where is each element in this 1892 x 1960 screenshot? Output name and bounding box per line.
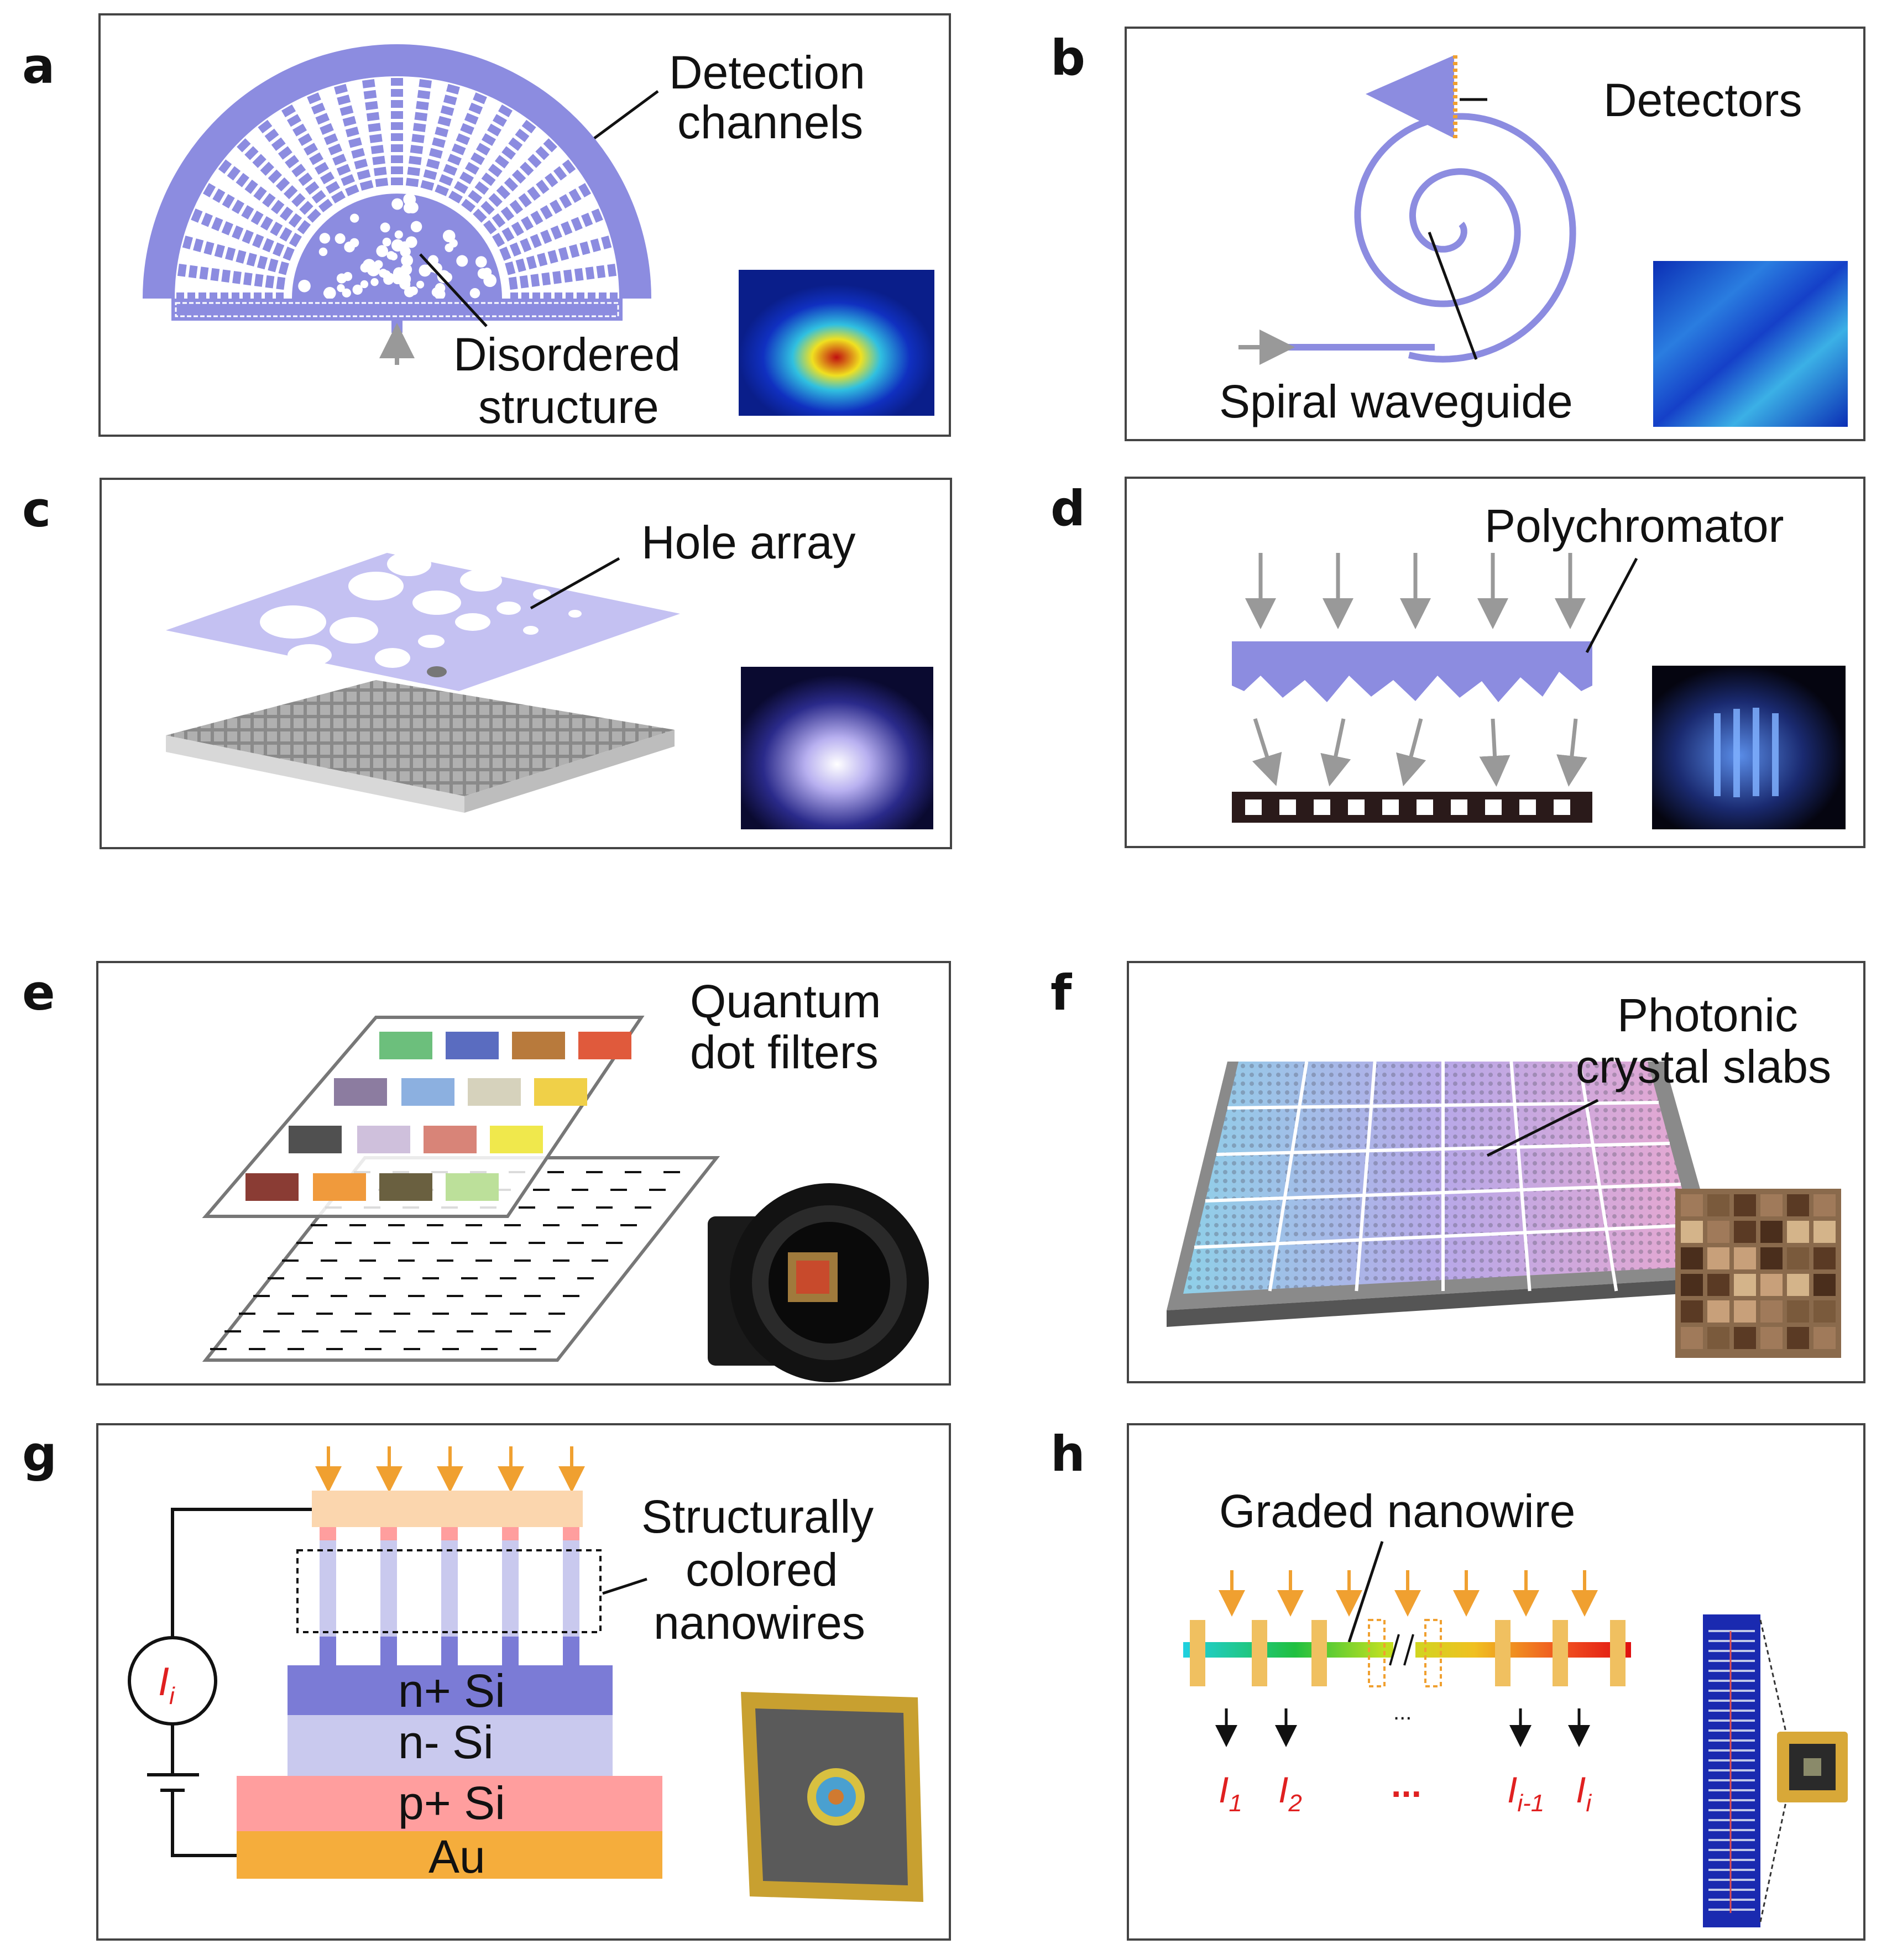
label-graded-nanowire: Graded nanowire xyxy=(1219,1485,1575,1537)
panel-h: h Graded nanowire ... xyxy=(1050,1423,1865,1941)
panel-f-letter: f xyxy=(1050,964,1073,1021)
nanowire-box xyxy=(296,1549,602,1633)
label-nanowires: nanowires xyxy=(654,1597,865,1649)
panel-g: g Structurally colored nanowires n+ Si xyxy=(22,1423,951,1941)
diffracted-arrows xyxy=(1252,718,1587,787)
inset-h-chip xyxy=(1703,1614,1848,1927)
label-crystal-slabs: crystal slabs xyxy=(1576,1041,1831,1093)
incident-arrows-h xyxy=(1219,1570,1598,1617)
label-n-plus-si: n+ Si xyxy=(398,1665,505,1717)
label-au: Au xyxy=(428,1831,485,1883)
label-disordered: Disordered xyxy=(453,328,681,380)
panel-h-letter: h xyxy=(1050,1425,1085,1482)
current-1: I1 xyxy=(1219,1769,1242,1817)
current-2: I2 xyxy=(1278,1769,1302,1817)
panel-e-letter: e xyxy=(22,964,55,1021)
inset-c-glow xyxy=(741,667,933,829)
label-dot-filters: dot filters xyxy=(690,1026,879,1078)
panel-b: b Detectors Spiral waveguide xyxy=(1050,27,1865,441)
label-polychromator: Polychromator xyxy=(1485,500,1784,552)
incident-arrows-g xyxy=(315,1446,585,1493)
label-hole-array: Hole array xyxy=(641,516,855,568)
panel-f: f Photonic crystal slabs xyxy=(1050,961,1865,1383)
ammeter xyxy=(128,1636,217,1726)
label-spiral-waveguide: Spiral waveguide xyxy=(1219,375,1573,427)
disordered-holes xyxy=(298,193,497,300)
spiral-waveguide xyxy=(1288,113,1576,363)
layer-p-plus-si xyxy=(237,1776,662,1831)
panel-c: c Hole array xyxy=(22,478,952,849)
base-waveguide xyxy=(171,299,623,321)
label-structure: structure xyxy=(478,381,659,433)
panel-e: e Quantum dot filters xyxy=(22,961,951,1386)
panel-a-letter: a xyxy=(22,38,55,95)
qd-filters xyxy=(245,1032,631,1201)
current-i-minus-1: Ii-1 xyxy=(1507,1769,1544,1817)
label-n-minus-si: n- Si xyxy=(398,1716,494,1768)
circuit xyxy=(128,1508,312,1857)
label-p-plus-si: p+ Si xyxy=(398,1777,505,1829)
inset-a-heatmap xyxy=(739,270,934,416)
panel-d: d Polychromator xyxy=(1050,477,1865,848)
current-symbol-g: Ii xyxy=(158,1660,175,1710)
layer-n-plus-si xyxy=(288,1665,613,1715)
output-arrows-h xyxy=(1215,1708,1590,1747)
panel-b-letter: b xyxy=(1050,29,1085,86)
label-colored: colored xyxy=(686,1544,838,1596)
label-structurally: Structurally xyxy=(641,1491,874,1543)
panel-c-letter: c xyxy=(22,481,51,538)
label-channels: channels xyxy=(677,96,863,148)
label-quantum: Quantum xyxy=(690,975,881,1027)
detector-taper xyxy=(1366,55,1454,138)
inset-b-speckle xyxy=(1653,261,1848,427)
incident-arrows xyxy=(1245,553,1586,629)
panel-g-letter: g xyxy=(22,1425,57,1482)
sensor-array xyxy=(166,680,675,796)
polychromator xyxy=(1232,641,1592,702)
inset-d-glow xyxy=(1652,666,1846,829)
layer-au xyxy=(237,1831,662,1879)
label-detection: Detection xyxy=(669,46,865,98)
inset-g-chip xyxy=(741,1692,923,1902)
detection-ring xyxy=(143,44,651,299)
holes xyxy=(260,552,582,677)
layer-n-minus-si xyxy=(288,1715,613,1776)
inset-e-camera xyxy=(708,1183,929,1382)
top-contact xyxy=(312,1491,583,1527)
filter-plane xyxy=(202,1016,645,1218)
panel-d-letter: d xyxy=(1050,480,1085,537)
current-i: Ii xyxy=(1576,1769,1592,1817)
contacts-h xyxy=(1190,1620,1626,1686)
label-photonic: Photonic xyxy=(1617,989,1798,1041)
ellipsis-gap: ... xyxy=(1393,1700,1412,1724)
panel-a: a Detection channels Disordered structur… xyxy=(22,13,951,437)
label-detectors: Detectors xyxy=(1603,74,1802,126)
current-ellipsis: ... xyxy=(1391,1764,1421,1805)
